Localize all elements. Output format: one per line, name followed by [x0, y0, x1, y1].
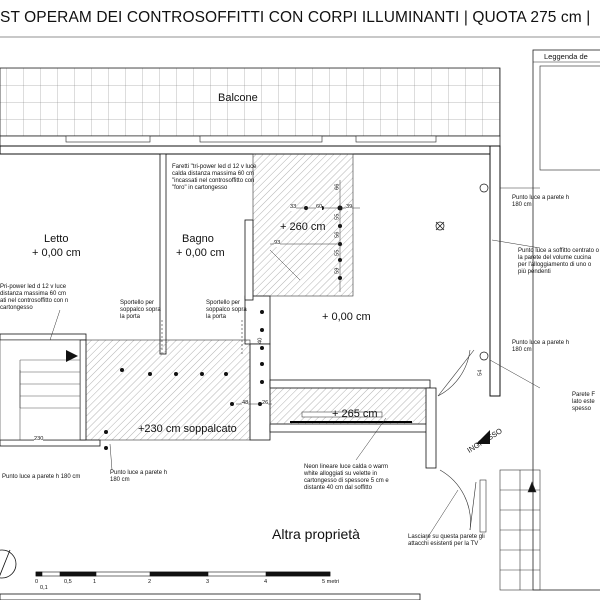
lowered-ceilings	[0, 153, 427, 441]
dim-26: 26	[262, 400, 269, 407]
note-punto-mid: Punto luce a parete h 180 cm	[512, 340, 570, 353]
dim-v1: 66	[334, 183, 341, 190]
dim-40: 40	[257, 337, 264, 344]
note-lasciare: Lasciare su questa parete gli attacchi e…	[408, 534, 485, 547]
dim-v4: 55	[334, 249, 341, 256]
note-punto-top: Punto luce a parete h 180 cm	[512, 195, 570, 208]
stairs	[499, 469, 541, 591]
scale-2: 2	[148, 579, 152, 585]
legend-label: Leggenda de	[544, 52, 588, 61]
scale-bar	[35, 571, 331, 577]
spotlights	[104, 205, 343, 450]
doors	[161, 320, 487, 533]
entrance-arrow	[476, 430, 490, 444]
note-parete-right: Parete F lato este spesso	[572, 392, 596, 412]
note-neon: Neon lineare luce calda o warm white all…	[304, 464, 389, 491]
legend-box	[532, 49, 600, 591]
north-arrow	[0, 549, 17, 579]
dim-v3: 56	[334, 231, 341, 238]
pendant-points	[435, 183, 489, 361]
scale-4: 4	[264, 579, 268, 585]
altra-proprieta-label: Altra proprietà	[272, 526, 360, 542]
scale-1: 1	[93, 579, 97, 585]
dim-230: 230	[34, 436, 44, 443]
dim-48: 48	[242, 400, 249, 407]
dim-v5: 59	[334, 267, 341, 274]
room-balcone: Balcone	[218, 92, 258, 104]
scale-5: 5 metri	[322, 579, 340, 585]
drawing-title: ST OPERAM DEI CONTROSOFFITTI CON CORPI I…	[0, 9, 591, 26]
note-faretti: Faretti "tri-power led d 12 v luce calda…	[172, 164, 257, 191]
room-letto: Letto	[44, 233, 69, 245]
neon-valance	[301, 411, 383, 418]
soppalco-level: +230 cm soppalcato	[138, 423, 237, 435]
corridor-level: + 260 cm	[280, 221, 326, 233]
dim-93: 93	[274, 240, 281, 247]
note-letto-spots: Pri-power led d 12 v luce distanza massi…	[0, 284, 69, 311]
dim-33: 33	[290, 204, 297, 211]
scale-05: 0,5	[64, 579, 72, 585]
note-punto-bl2: Punto luce a parete h 180 cm	[110, 470, 168, 483]
dim-39: 39	[346, 204, 353, 211]
balcony	[0, 67, 501, 147]
leader-lines	[49, 187, 541, 541]
room-letto-level: + 0,00 cm	[32, 247, 81, 259]
note-punto-centrato: Punto luce a soffitto centrato o la pare…	[518, 248, 599, 275]
room-living-level: + 0,00 cm	[322, 311, 371, 323]
note-sportello-1: Sportello per soppalco sopra la porta	[120, 300, 161, 320]
dim-v2: 55	[334, 213, 341, 220]
room-bagno-level: + 0,00 cm	[176, 247, 225, 259]
scale-01: 0,1	[40, 585, 48, 591]
scale-0: 0	[35, 579, 39, 585]
room-bagno: Bagno	[182, 233, 214, 245]
dim-54: 54	[477, 369, 484, 376]
dim-60: 60	[316, 204, 323, 211]
scale-3: 3	[206, 579, 210, 585]
note-punto-bl1: Punto luce a parete h 180 cm	[2, 474, 81, 480]
entry-level: + 265 cm	[332, 408, 378, 420]
note-sportello-2: Sportello per soppalco sopra la porta	[206, 300, 247, 320]
